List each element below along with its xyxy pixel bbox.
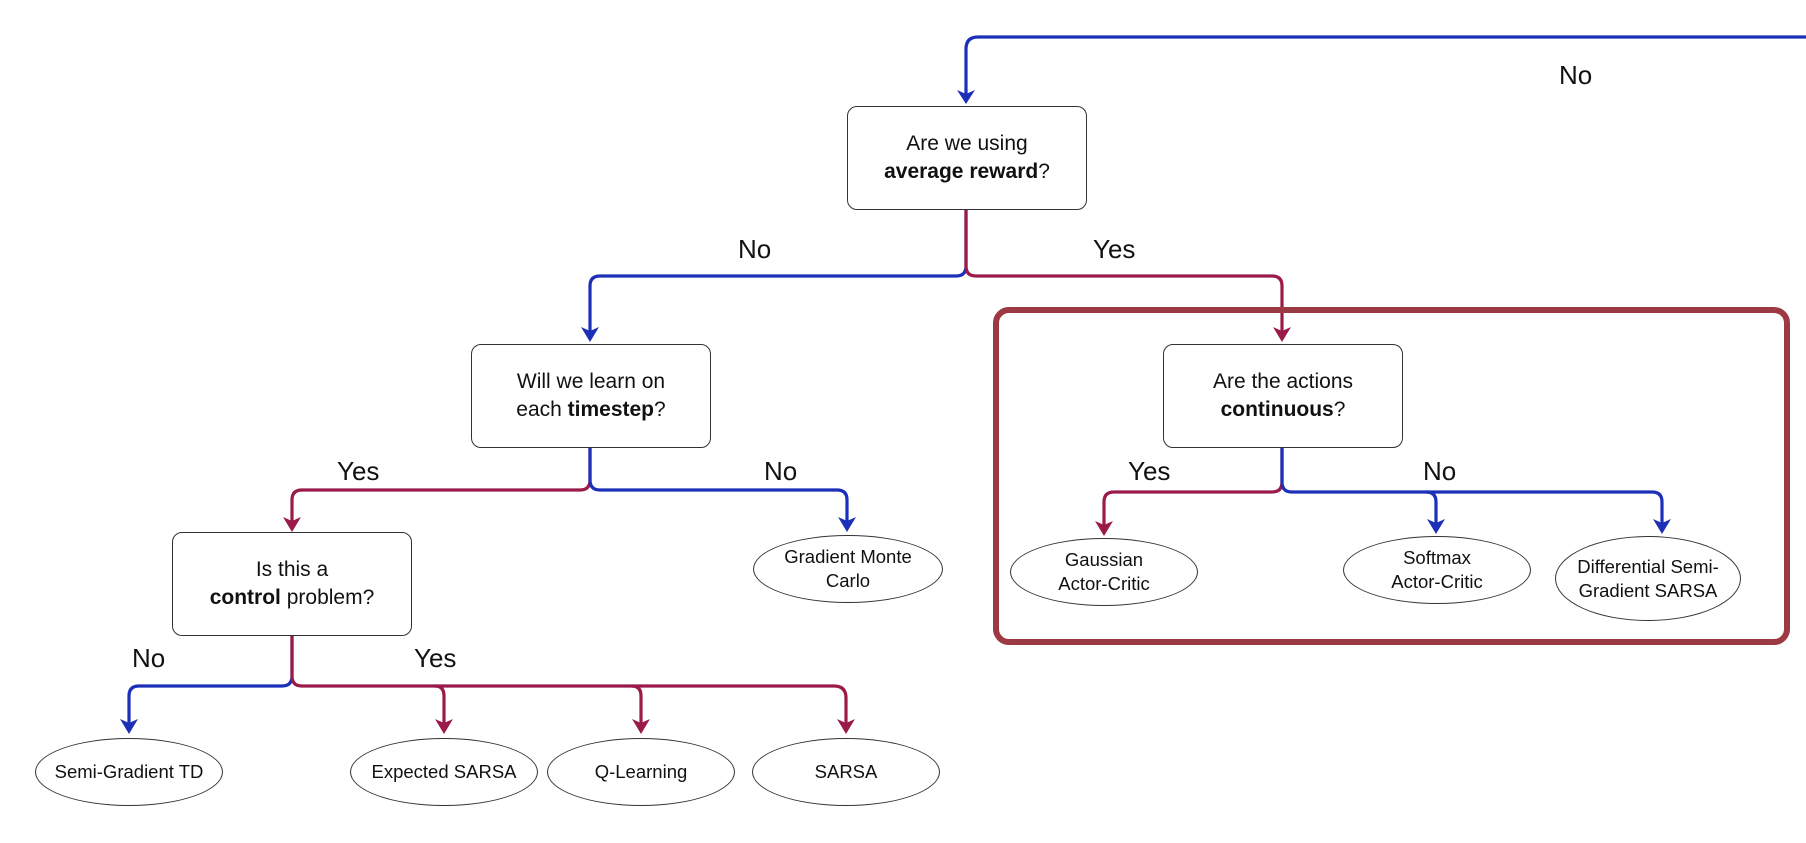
edge-label-ctrl-yes: Yes bbox=[414, 643, 457, 673]
edge-label-top-no: No bbox=[1559, 60, 1593, 90]
arrowhead-softmax bbox=[1427, 519, 1445, 534]
edge-label-ts-yes: Yes bbox=[337, 456, 380, 486]
edge-ctrl-yes-esarsa bbox=[433, 684, 446, 726]
arrowhead-expected-sarsa bbox=[435, 719, 453, 734]
arrowhead-diff-sarsa bbox=[1653, 519, 1671, 534]
outcome-sarsa: SARSA bbox=[752, 738, 940, 806]
outcome-semi-gradient-td: Semi-Gradient TD bbox=[35, 738, 223, 806]
arrowhead-semi-td bbox=[120, 719, 138, 734]
arrowhead-timestep bbox=[581, 327, 599, 342]
arrowhead-gaussian bbox=[1095, 521, 1113, 536]
edge-label-cont-yes: Yes bbox=[1128, 456, 1171, 486]
continuous-control-highlight-frame bbox=[993, 307, 1790, 645]
edge-avg-yes bbox=[964, 208, 1284, 334]
edge-label-avg-no: No bbox=[738, 234, 772, 264]
arrowhead-sarsa bbox=[837, 719, 855, 734]
edge-cont-no-softmax bbox=[1424, 490, 1438, 526]
edge-top-no bbox=[964, 35, 1806, 98]
edge-ctrl-yes bbox=[290, 634, 848, 726]
arrowhead-control bbox=[283, 517, 301, 532]
edge-label-cont-no: No bbox=[1423, 456, 1457, 486]
arrowhead-gradient-mc bbox=[838, 517, 856, 532]
outcome-q-learning: Q-Learning bbox=[547, 738, 735, 806]
edge-label-ctrl-no: No bbox=[132, 643, 166, 673]
arrowhead-continuous bbox=[1273, 327, 1291, 342]
edge-ctrl-yes-qlearn bbox=[630, 684, 643, 726]
outcome-expected-sarsa: Expected SARSA bbox=[350, 738, 538, 806]
arrowhead-avg-reward bbox=[957, 90, 975, 104]
edge-label-avg-yes: Yes bbox=[1093, 234, 1136, 264]
outcome-gaussian-actor-critic: Gaussian Actor-Critic bbox=[1010, 538, 1198, 606]
edge-ts-no bbox=[588, 446, 849, 524]
edge-avg-no bbox=[588, 208, 968, 334]
outcome-gradient-monte-carlo: Gradient Monte Carlo bbox=[753, 535, 943, 603]
arrowhead-q-learning bbox=[632, 719, 650, 734]
edge-label-ts-no: No bbox=[764, 456, 798, 486]
decision-timestep: Will we learn on each timestep? bbox=[471, 344, 711, 448]
outcome-softmax-actor-critic: Softmax Actor-Critic bbox=[1343, 536, 1531, 604]
outcome-differential-semi-gradient-sarsa: Differential Semi-Gradient SARSA bbox=[1555, 536, 1741, 621]
edge-cont-no bbox=[1280, 446, 1664, 526]
